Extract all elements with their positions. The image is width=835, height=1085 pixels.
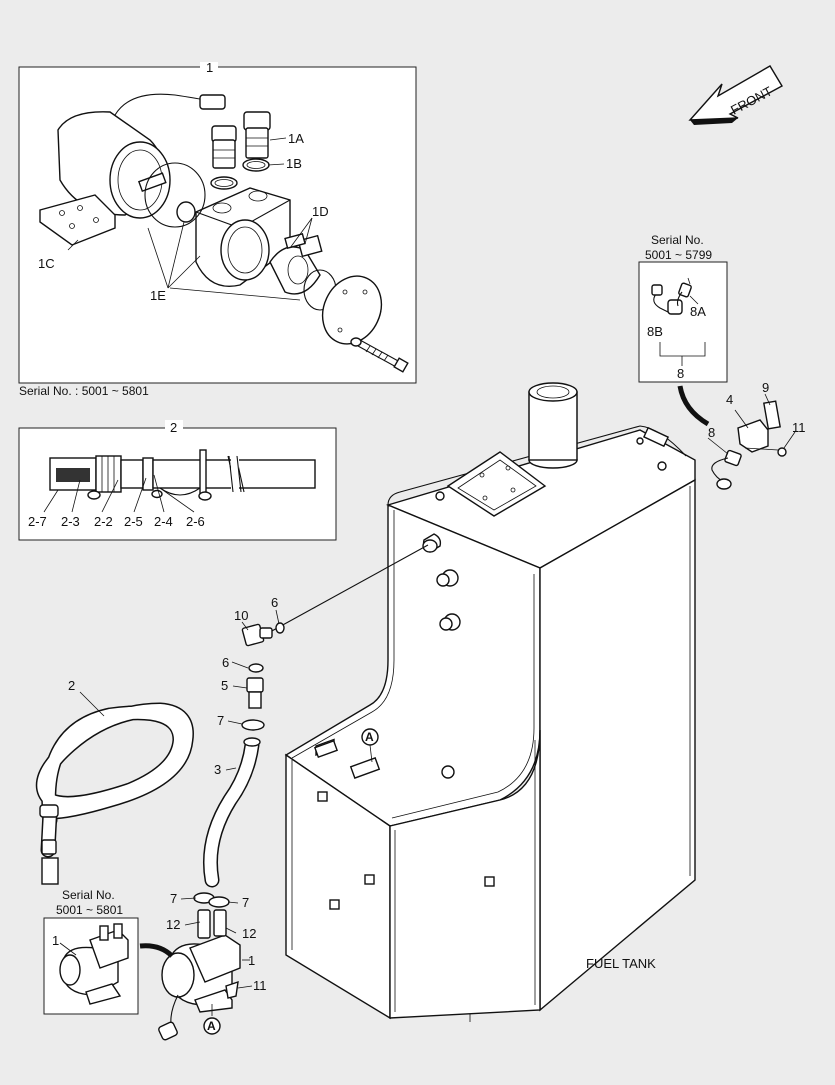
callout-7-right: 7 xyxy=(242,895,249,910)
callout-2: 2 xyxy=(68,678,75,693)
fuel-tank: A FUEL TANK xyxy=(284,382,696,1022)
label-2-2: 2-2 xyxy=(94,514,113,529)
label-2-5: 2-5 xyxy=(124,514,143,529)
label-2-4: 2-4 xyxy=(154,514,173,529)
orings-1b xyxy=(210,158,270,190)
callout-1-lower: 1 xyxy=(248,953,255,968)
callout-6-lower: 6 xyxy=(222,655,229,670)
detail-2-leaders xyxy=(43,474,195,513)
detail-8-serial-line2: 5001 ~ 5799 xyxy=(645,248,712,262)
detail-8-pointer xyxy=(677,385,710,427)
callout-5: 5 xyxy=(221,678,228,693)
pump-cover xyxy=(321,275,383,345)
pump-housing xyxy=(195,187,291,287)
front-arrow: FRONT xyxy=(688,65,783,125)
label-2-7: 2-7 xyxy=(28,514,47,529)
detail-1-title-text: 1 xyxy=(206,60,213,75)
callout-12-right: 12 xyxy=(242,926,256,941)
hose-ferrule xyxy=(142,457,154,491)
label-8b: 8B xyxy=(647,324,663,339)
ref-a-pump: A xyxy=(207,1019,216,1033)
detail-pump: Serial No. 5001 ~ 5801 1 xyxy=(43,888,139,1015)
detail-8: Serial No. 5001 ~ 5799 8A 8B 8 xyxy=(638,233,728,383)
callout-9: 9 xyxy=(762,380,769,395)
hose-fitting xyxy=(120,459,144,489)
detail-8-serial-line1: Serial No. xyxy=(651,233,704,247)
connector-8a xyxy=(678,282,692,298)
clamp-7-top xyxy=(241,719,265,731)
bracket-4 xyxy=(737,419,769,453)
callout-6-upper: 6 xyxy=(271,595,278,610)
detail-1-serial: Serial No. : 5001 ~ 5801 xyxy=(19,384,149,398)
callout-4: 4 xyxy=(726,392,733,407)
callout-12-left: 12 xyxy=(166,917,180,932)
detail-pump-serial-line1: Serial No. xyxy=(62,888,115,902)
fittings-1a xyxy=(211,111,271,169)
callout-7-left: 7 xyxy=(170,891,177,906)
detail-pump-pointer xyxy=(139,943,174,958)
detail-1: 1 1 xyxy=(18,60,417,384)
detail-pump-serial-line2: 5001 ~ 5801 xyxy=(56,903,123,917)
callout-3: 3 xyxy=(214,762,221,777)
adapter-5 xyxy=(246,677,264,693)
tank-bosses xyxy=(422,533,461,779)
callout-11-top: 11 xyxy=(792,420,806,435)
label-1b: 1B xyxy=(286,156,302,171)
detail-2: 2 2-7 2-3 2-2 2-5 2-4 2-6 xyxy=(18,420,337,541)
fuel-tank-label: FUEL TANK xyxy=(586,956,656,971)
hose-nut xyxy=(95,455,122,493)
ref-a-tank: A xyxy=(365,730,374,744)
label-2-3: 2-3 xyxy=(61,514,80,529)
label-1d: 1D xyxy=(312,204,329,219)
level-sensor-assembly xyxy=(707,393,796,490)
sensor-8b xyxy=(667,299,683,315)
seal-1e xyxy=(176,201,196,223)
pump-motor xyxy=(39,93,226,246)
suction-hose-2 xyxy=(35,702,194,885)
callout-11-lower: 11 xyxy=(253,978,267,993)
pump-motor-face xyxy=(161,952,195,998)
hose-clamp xyxy=(199,449,207,499)
cover-bolt xyxy=(350,337,409,373)
detail-8-frame xyxy=(638,261,728,383)
detail-pump-label: 1 xyxy=(52,933,59,948)
callout-7-top: 7 xyxy=(217,713,224,728)
fuel-pump-lower xyxy=(158,892,253,1041)
plate-9 xyxy=(763,400,781,430)
callout-10: 10 xyxy=(234,608,248,623)
detail-2-title: 2 xyxy=(170,420,177,435)
label-8-main: 8 xyxy=(677,366,684,381)
label-1c: 1C xyxy=(38,256,55,271)
label-1e: 1E xyxy=(150,288,166,303)
detail-1-leaders xyxy=(67,137,313,301)
clamp-7-right xyxy=(208,896,230,908)
callout-8: 8 xyxy=(708,425,715,440)
oring-large xyxy=(144,162,206,228)
label-1a: 1A xyxy=(288,131,304,146)
label-8a: 8A xyxy=(690,304,706,319)
label-2-6: 2-6 xyxy=(186,514,205,529)
hose-3 xyxy=(202,737,261,888)
